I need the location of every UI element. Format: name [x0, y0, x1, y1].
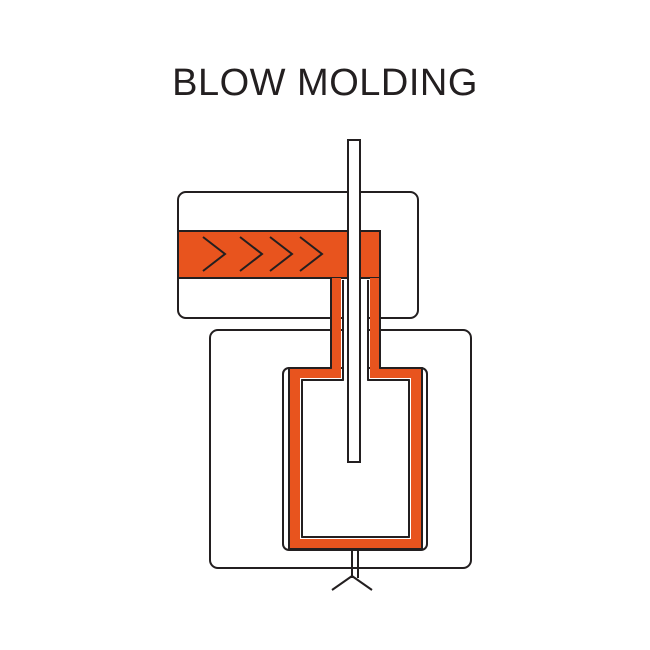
- chevron-right-icon: [202, 236, 227, 272]
- parison-outer-edge: [288, 231, 423, 550]
- page-title: BLOW MOLDING: [172, 62, 478, 104]
- chevron-right-icon: [269, 236, 294, 272]
- blow-pin: [347, 139, 361, 463]
- extruder-barrel: [177, 230, 381, 279]
- inlet-fork-icon: [331, 549, 373, 591]
- parison-inner-edge: [301, 280, 410, 538]
- chevron-right-icon: [239, 236, 264, 272]
- flow-chevron-icons: [202, 236, 324, 272]
- chevron-right-icon: [299, 236, 324, 272]
